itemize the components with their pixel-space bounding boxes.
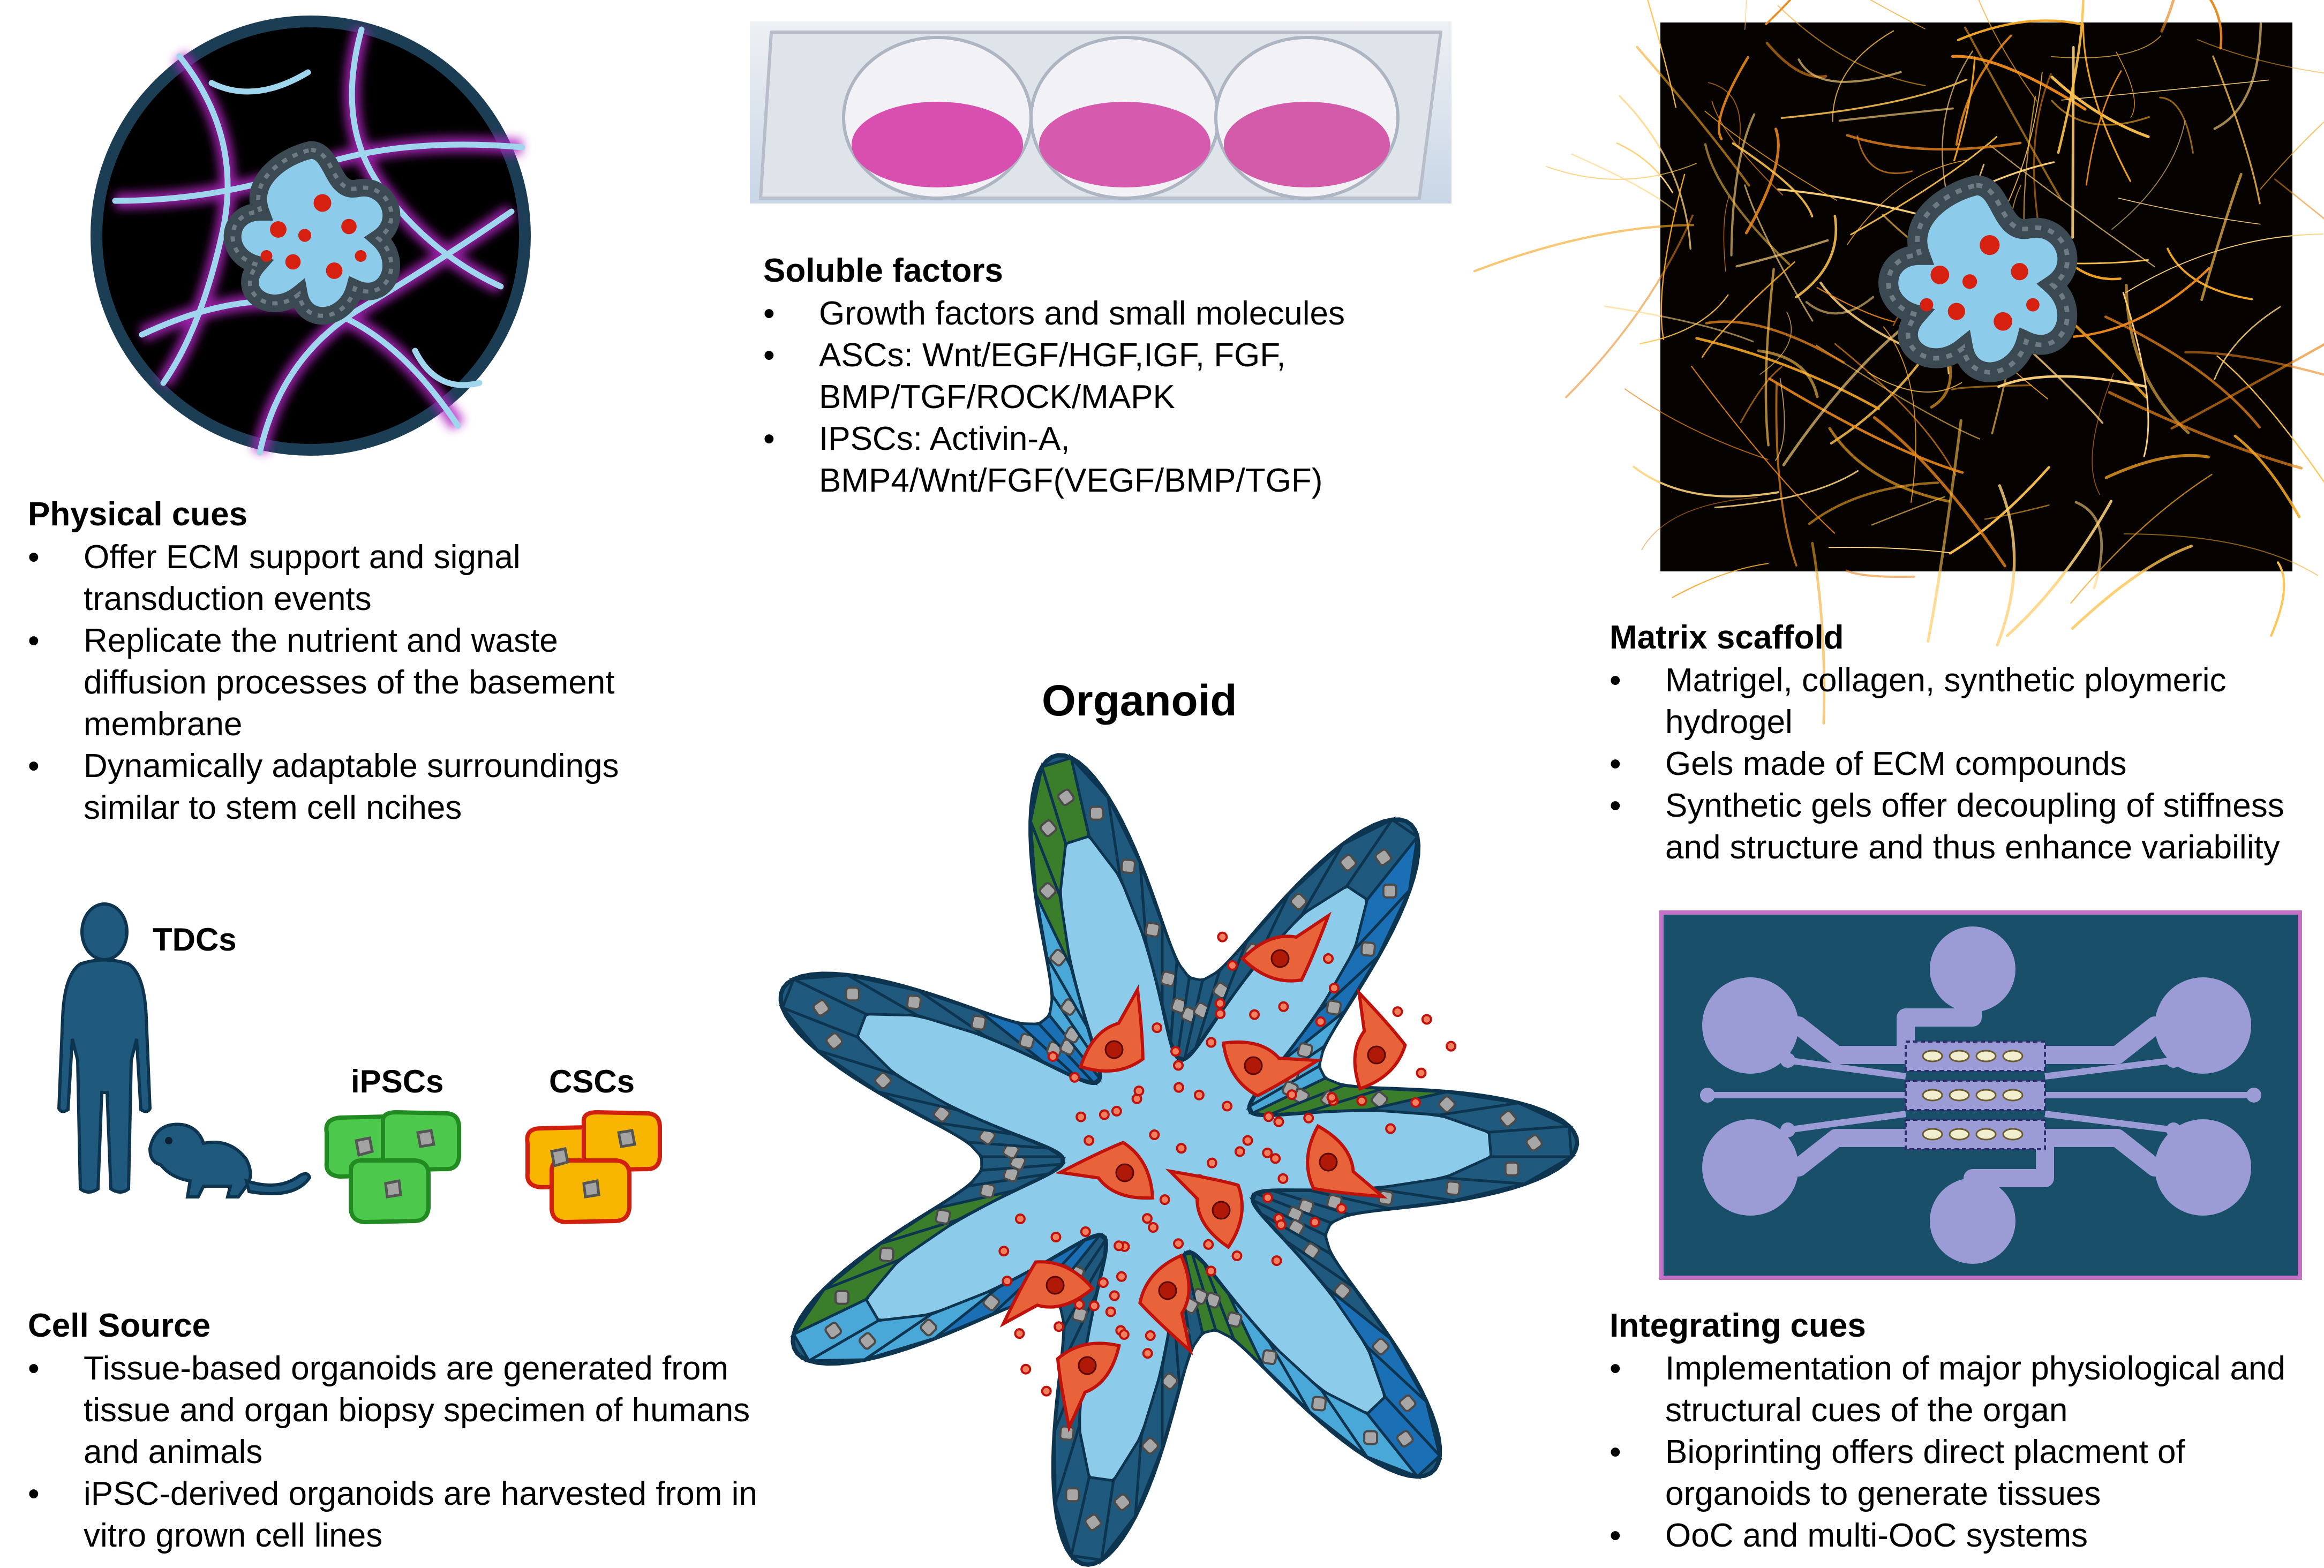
list-item: Synthetic gels offer decoupling of stiff…: [1609, 785, 2317, 869]
soluble-factors-heading: Soluble factors: [763, 252, 1003, 289]
cscs-label: CSCs: [549, 1064, 635, 1099]
matrix-scaffold-panel: Matrix scaffold Matrigel, collagen, synt…: [1609, 619, 2317, 869]
list-item: Matrigel, collagen, synthetic ploymeric …: [1609, 660, 2297, 743]
well-plate-photo: [750, 21, 1451, 203]
tdcs-label: TDCs: [153, 922, 237, 958]
ipsc-cells-icon: [324, 1110, 461, 1225]
integrating-cues-list: Implementation of major physiological an…: [1609, 1348, 2317, 1557]
list-item: iPSC-derived organoids are harvested fro…: [28, 1473, 780, 1557]
physical-cues-list: Offer ECM support and signal transductio…: [28, 537, 681, 829]
list-item: Implementation of major physiological an…: [1609, 1348, 2324, 1431]
list-item: ASCs: Wnt/EGF/HGF,IGF, FGF, BMP/TGF/ROCK…: [763, 335, 1355, 418]
list-item: Tissue-based organoids are generated fro…: [28, 1348, 780, 1473]
cell-source-heading: Cell Source: [28, 1307, 211, 1344]
organoid-title: Organoid: [1042, 676, 1237, 725]
list-item: Dynamically adaptable surroundings simil…: [28, 745, 705, 829]
list-item: Replicate the nutrient and waste diffusi…: [28, 620, 673, 745]
soluble-factors-panel: Soluble factors Growth factors and small…: [763, 252, 1460, 502]
ipscs-label: iPSCs: [351, 1064, 444, 1099]
physical-cues-panel: Physical cues Offer ECM support and sign…: [28, 495, 681, 829]
physical-cues-illustration: [91, 16, 531, 456]
organ-on-chip-diagram: [1659, 910, 2302, 1280]
list-item: Gels made of ECM compounds: [1609, 743, 2317, 785]
list-item: IPSCs: Activin-A, BMP4/Wnt/FGF(VEGF/BMP/…: [763, 418, 1408, 502]
cell-source-panel: Cell Source Tissue-based organoids are g…: [28, 1307, 778, 1557]
matrix-fiber-image: [1473, 0, 2324, 725]
csc-cells-icon: [525, 1110, 662, 1225]
list-item: Bioprinting offers direct placment of or…: [1609, 1431, 2281, 1515]
integrating-cues-heading: Integrating cues: [1609, 1307, 1866, 1344]
cell-source-list: Tissue-based organoids are generated fro…: [28, 1348, 778, 1557]
soluble-factors-list: Growth factors and small molecules ASCs:…: [763, 293, 1460, 502]
physical-cues-heading: Physical cues: [28, 496, 248, 533]
matrix-scaffold-list: Matrigel, collagen, synthetic ploymeric …: [1609, 660, 2317, 869]
mouse-silhouette-icon: [148, 1122, 312, 1198]
list-item: OoC and multi-OoC systems: [1609, 1515, 2317, 1557]
list-item: Offer ECM support and signal transductio…: [28, 537, 619, 620]
matrix-scaffold-heading: Matrix scaffold: [1609, 619, 1844, 656]
list-item: Growth factors and small molecules: [763, 293, 1460, 335]
organoid-diagram: [778, 753, 1580, 1567]
human-silhouette-icon: [57, 902, 152, 1194]
integrating-cues-panel: Integrating cues Implementation of major…: [1609, 1307, 2317, 1557]
